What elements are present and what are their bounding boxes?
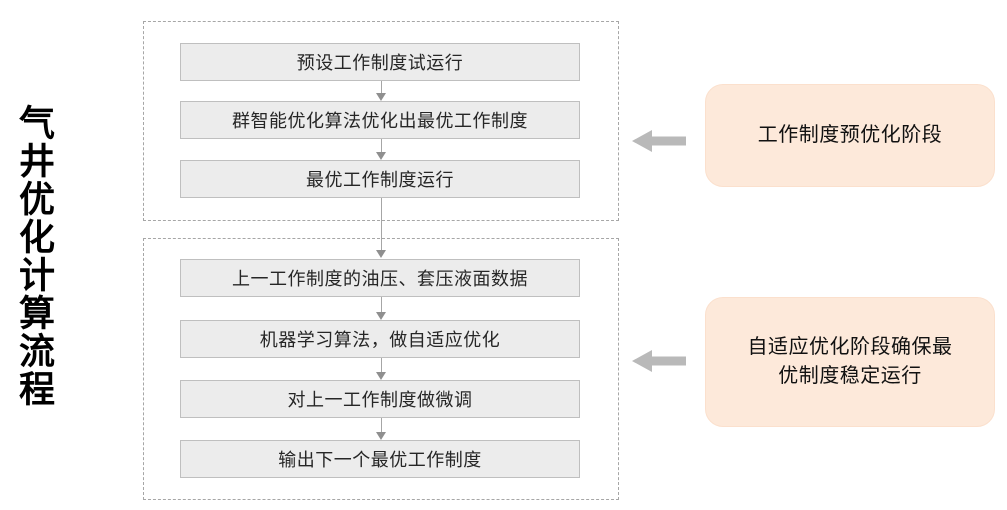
stage1-callout-label: 工作制度预优化阶段 bbox=[757, 124, 943, 146]
down-arrow-icon bbox=[376, 139, 386, 160]
down-arrow-icon bbox=[376, 297, 386, 320]
down-arrow-icon bbox=[376, 418, 386, 440]
flow-step-fine-tune: 对上一工作制度做微调 bbox=[180, 380, 580, 418]
stage2-callout: 自适应优化阶段确保最优制度稳定运行 bbox=[705, 297, 995, 427]
page-title: 气井优化计算流程 bbox=[14, 104, 55, 408]
stage1-callout: 工作制度预优化阶段 bbox=[705, 84, 995, 187]
flow-step-ml-adaptive: 机器学习算法，做自适应优化 bbox=[180, 320, 580, 358]
flow-step-output-next: 输出下一个最优工作制度 bbox=[180, 440, 580, 478]
flow-step-swarm-optimize: 群智能优化算法优化出最优工作制度 bbox=[180, 101, 580, 139]
down-arrow-icon bbox=[376, 198, 386, 258]
left-block-arrow-icon bbox=[632, 130, 686, 152]
down-arrow-icon bbox=[376, 358, 386, 380]
stage2-callout-label: 自适应优化阶段确保最优制度稳定运行 bbox=[747, 336, 953, 387]
flow-step-preset-trial: 预设工作制度试运行 bbox=[180, 43, 580, 81]
down-arrow-icon bbox=[376, 81, 386, 101]
flow-step-optimal-run: 最优工作制度运行 bbox=[180, 160, 580, 198]
flow-step-pressure-data: 上一工作制度的油压、套压液面数据 bbox=[180, 259, 580, 297]
left-block-arrow-icon bbox=[632, 350, 686, 372]
